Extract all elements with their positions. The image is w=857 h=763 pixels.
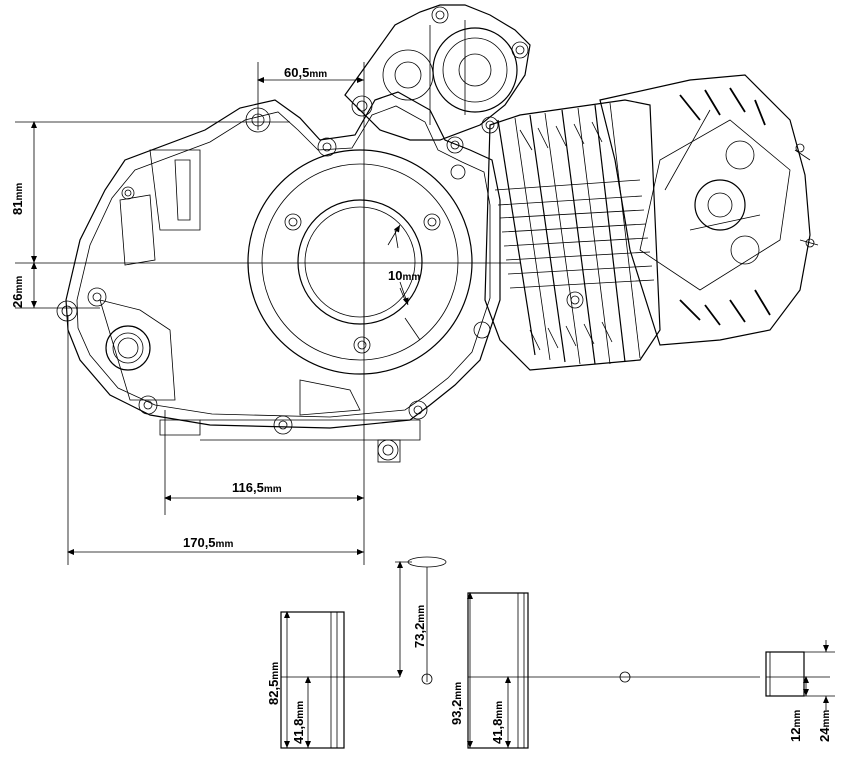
- dim-label-shaft-left-lower: 41,8mm: [291, 701, 306, 744]
- engine-crankcase: [65, 91, 501, 441]
- clutch-cover: [247, 149, 473, 375]
- dim-label-shaft-end-outer: 24mm: [817, 710, 832, 742]
- dim-label-shaft-mid-total: 93,2mm: [449, 682, 464, 725]
- dim-label-left-upper: 81mm: [10, 183, 25, 215]
- dim-label-left-lower: 26mm: [10, 276, 25, 308]
- cylinder-fins: [484, 99, 661, 371]
- dim-label-top-width: 60,5mm: [284, 65, 327, 80]
- shaft-drawings: [280, 556, 835, 749]
- dim-label-bottom-inner: 116,5mm: [232, 480, 282, 495]
- dim-label-bottom-outer: 170,5mm: [183, 535, 233, 550]
- dimension-lines: [15, 62, 520, 565]
- dim-label-shaft-mid-lower: 41,8mm: [490, 701, 505, 744]
- dim-label-center-radius: 10mm: [388, 268, 420, 283]
- cylinder-head: [599, 74, 819, 346]
- dim-label-shaft-end-inner: 12mm: [788, 710, 803, 742]
- dim-label-shaft-left-total: 82,5mm: [266, 662, 281, 705]
- dim-label-shaft-top-pin: 73,2mm: [412, 605, 427, 648]
- mounting-bosses: [56, 95, 584, 463]
- upper-housing: [344, 4, 531, 141]
